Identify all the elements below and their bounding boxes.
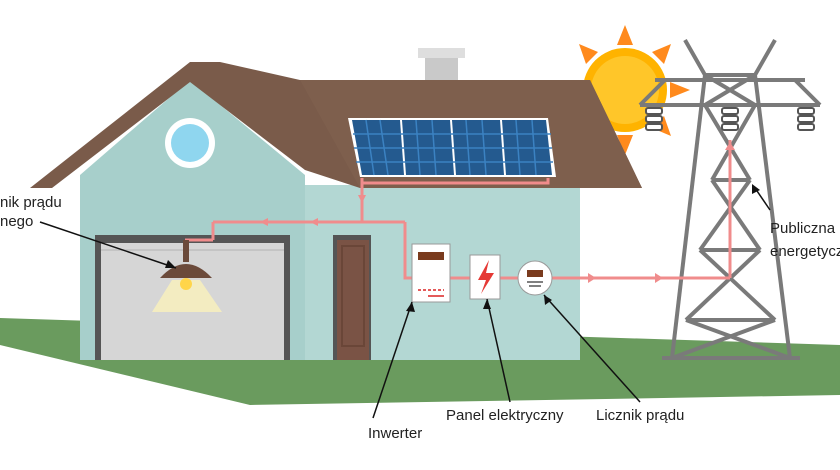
power-tower-icon: [638, 39, 822, 360]
solar-panel-icon: [348, 118, 556, 177]
leader-arrowheads: [165, 184, 760, 312]
house: [30, 48, 642, 360]
wiring: [185, 140, 732, 280]
insulator-icons: [645, 107, 815, 131]
electric-panel-icon: [469, 254, 501, 300]
meter-icon: [517, 260, 553, 296]
label-consumer-line1: nik prądu: [0, 194, 62, 211]
leader-lines: [39, 187, 771, 419]
label-grid-line1: Publiczna: [770, 220, 836, 237]
label-inverter: Inwerter: [368, 425, 422, 442]
label-electric-panel: Panel elektryczny: [446, 407, 564, 424]
inverter-icon: [411, 243, 451, 303]
label-consumer-line2: nego: [0, 213, 33, 230]
label-meter: Licznik prądu: [596, 407, 684, 424]
label-grid-line2: energetycz: [770, 243, 840, 260]
